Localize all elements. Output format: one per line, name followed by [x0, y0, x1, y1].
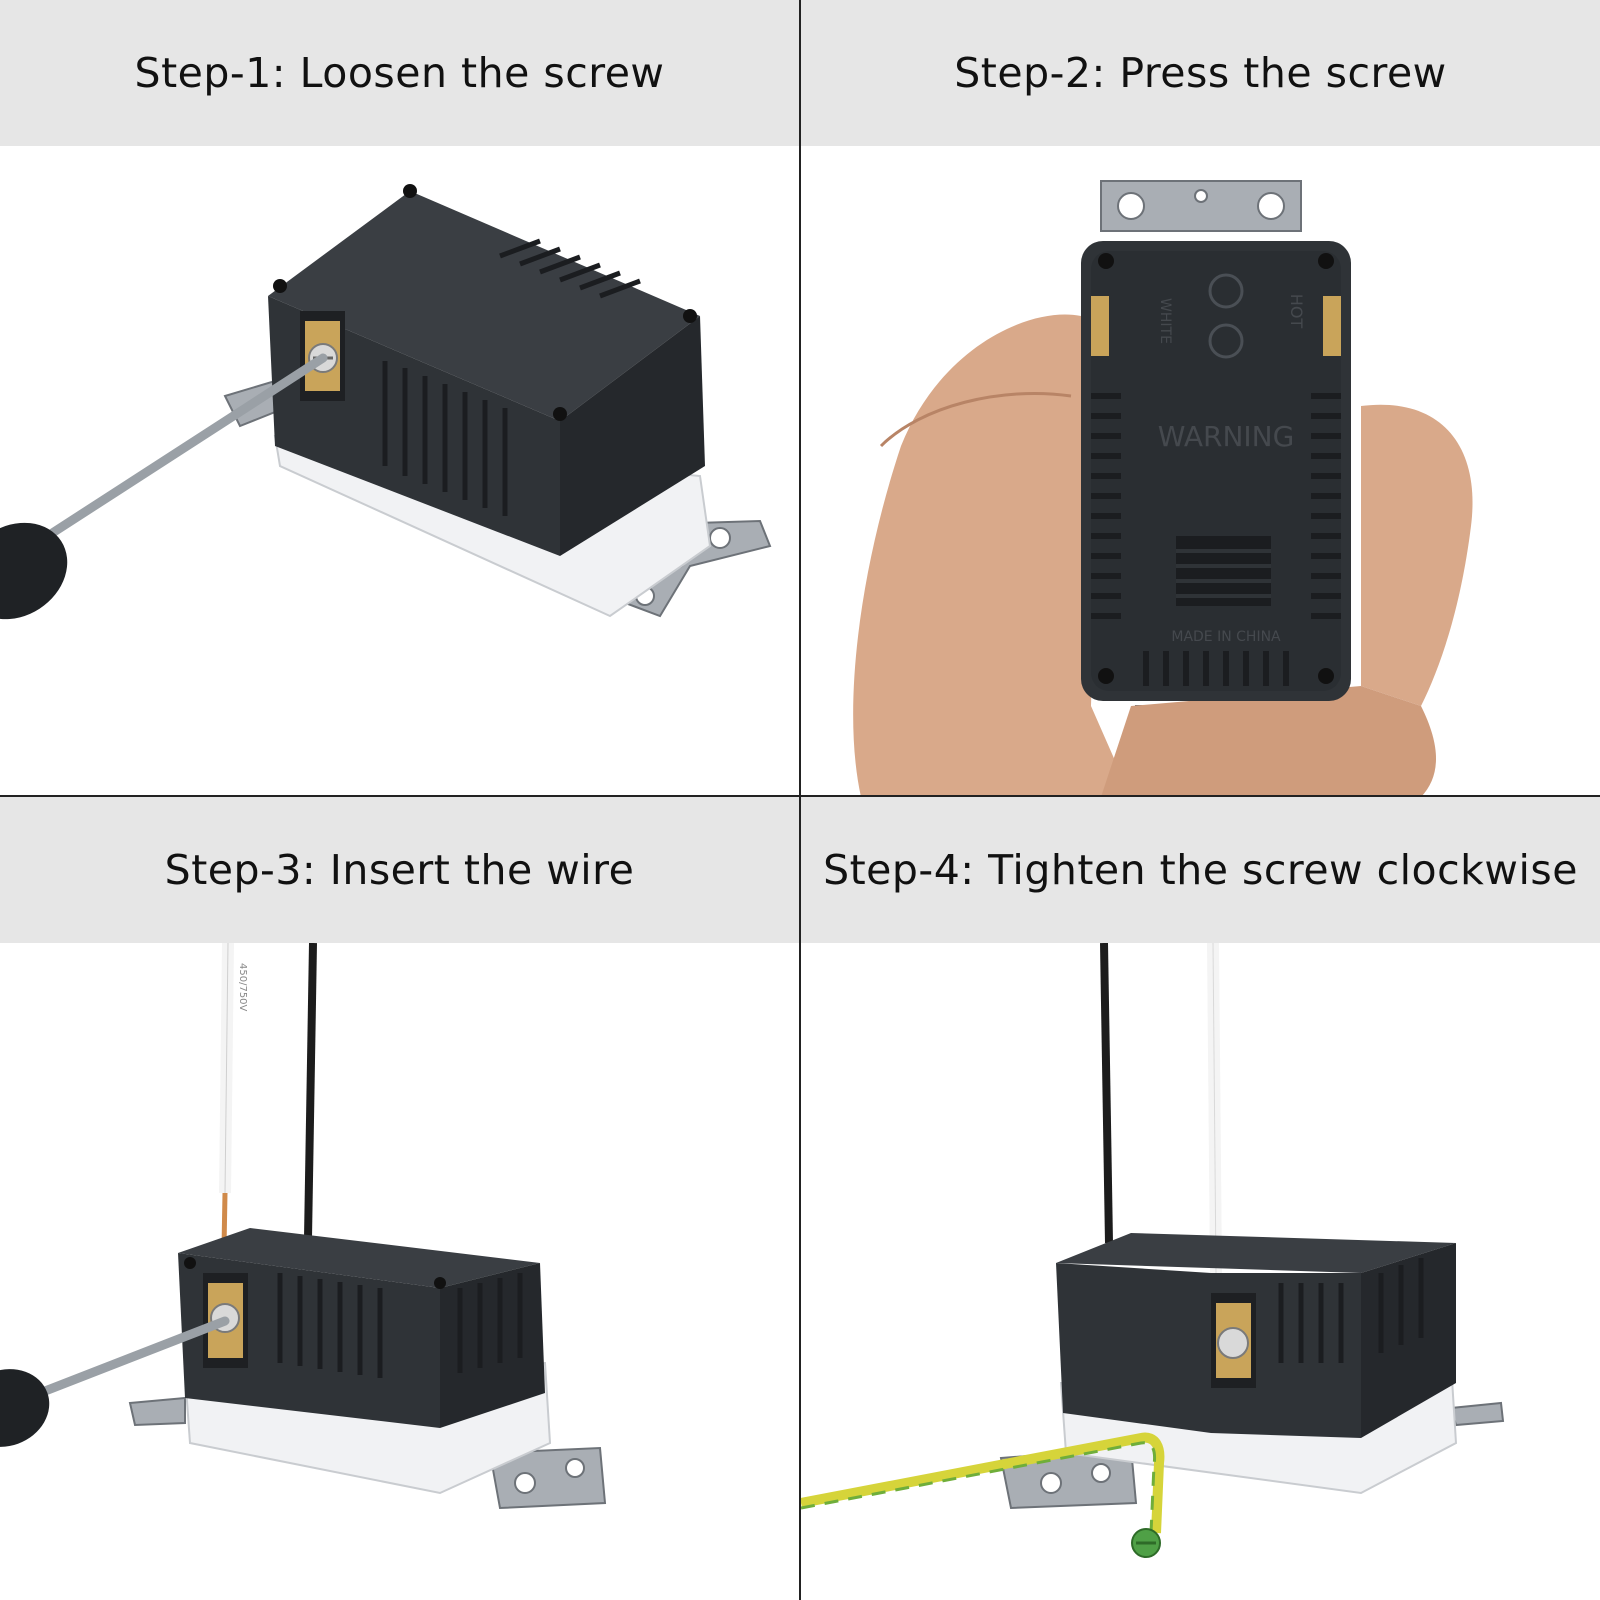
step-4-header: Step-4: Tighten the screw clockwise	[801, 797, 1600, 943]
vertical-divider	[799, 0, 801, 1600]
white-terminal-label: WHITE	[1157, 298, 1173, 344]
step-3-panel: Step-3: Insert the wire 450/750V	[0, 797, 799, 1594]
step-3-header: Step-3: Insert the wire	[0, 797, 799, 943]
hot-terminal-label: HOT	[1287, 294, 1306, 329]
step-1-panel: Step-1: Loosen the screw	[0, 0, 799, 797]
warning-label: WARNING	[1158, 420, 1295, 453]
wire-marking: 450/750V	[237, 963, 248, 1012]
step-4-title: Step-4: Tighten the screw clockwise	[823, 846, 1578, 894]
step-3-title: Step-3: Insert the wire	[164, 846, 635, 894]
step-4-panel: Step-4: Tighten the screw clockwise	[801, 797, 1600, 1594]
step-2-photo: WARNING MADE IN CHINA WHITE HOT	[853, 180, 1473, 797]
made-in-label: MADE IN CHINA	[1171, 629, 1281, 645]
step-2-title: Step-2: Press the screw	[954, 49, 1447, 97]
step-2-panel: Step-2: Press the screw	[801, 0, 1600, 797]
step-1-title: Step-1: Loosen the screw	[134, 49, 665, 97]
horizontal-divider	[0, 795, 1600, 797]
step-3-photo: 450/750V	[0, 943, 607, 1510]
step-1-photo	[0, 184, 772, 620]
step-2-header: Step-2: Press the screw	[801, 0, 1600, 146]
step-4-photo	[801, 943, 1505, 1558]
step-1-header: Step-1: Loosen the screw	[0, 0, 799, 146]
